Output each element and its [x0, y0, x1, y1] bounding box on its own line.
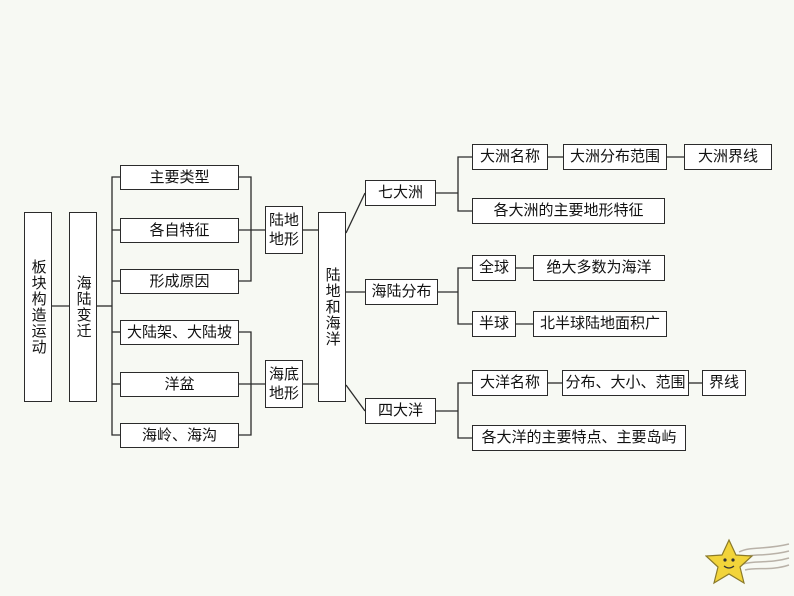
- node-ocean-names: 大洋名称: [472, 370, 548, 396]
- node-continent-boundary: 大洲界线: [684, 144, 772, 170]
- node-ocean-basin: 洋盆: [120, 372, 239, 397]
- node-continent-names: 大洲名称: [472, 144, 548, 170]
- node-mostly-ocean: 绝大多数为海洋: [533, 255, 665, 281]
- node-plate-tectonics: 板块构造运动: [24, 212, 52, 402]
- node-continent-landforms: 各大洲的主要地形特征: [472, 198, 665, 224]
- node-land-and-ocean: 陆地和海洋: [318, 212, 346, 402]
- node-land-terrain: 陆地地形: [265, 206, 303, 254]
- node-features: 各自特征: [120, 218, 239, 243]
- node-ocean-boundary: 界线: [702, 370, 746, 396]
- node-continent-range: 大洲分布范围: [563, 144, 667, 170]
- node-hemisphere: 半球: [472, 311, 516, 337]
- node-four-oceans: 四大洋: [365, 398, 436, 424]
- node-main-types: 主要类型: [120, 165, 239, 190]
- node-global: 全球: [472, 255, 516, 281]
- node-origin: 形成原因: [120, 269, 239, 294]
- node-shelf-slope: 大陆架、大陆坡: [120, 320, 239, 345]
- node-sealand-distribution: 海陆分布: [365, 279, 438, 305]
- node-ocean-features: 各大洋的主要特点、主要岛屿: [472, 425, 686, 451]
- node-seven-continents: 七大洲: [365, 180, 436, 206]
- node-ocean-distribution: 分布、大小、范围: [562, 370, 689, 396]
- star-decoration-icon: [705, 538, 790, 585]
- node-seafloor-terrain: 海底地形: [265, 360, 303, 408]
- node-sealand-change: 海陆变迁: [69, 212, 97, 402]
- node-ridge-trench: 海岭、海沟: [120, 423, 239, 448]
- node-north-land: 北半球陆地面积广: [533, 311, 667, 337]
